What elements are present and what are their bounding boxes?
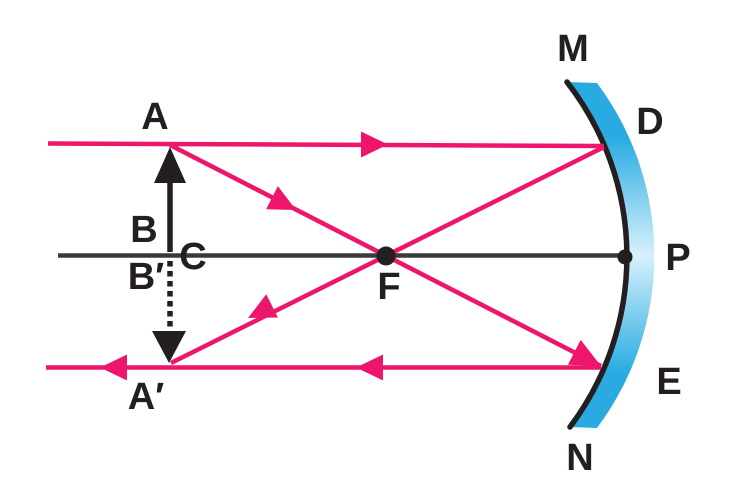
concave-mirror-body — [567, 82, 655, 428]
label-object-base: B — [130, 209, 157, 251]
label-point-c: C — [179, 236, 206, 278]
ray-direction-arrow-left-outer-icon — [100, 354, 127, 381]
label-point-e: E — [656, 361, 681, 403]
focus-point-dot — [376, 246, 396, 266]
ray-direction-arrow-down-right-icon — [266, 186, 296, 210]
label-mirror-top: M — [557, 28, 589, 70]
pole-point-dot — [617, 249, 633, 265]
object-arrow-head-icon — [154, 147, 186, 183]
image-arrow-head-icon — [152, 331, 186, 363]
ray-direction-arrow-down-left-icon — [248, 294, 278, 318]
label-object-tip: A — [141, 96, 168, 138]
ray-direction-arrow-right-icon — [361, 131, 388, 158]
label-image-base: B′ — [128, 256, 165, 298]
label-point-d: D — [636, 101, 663, 143]
ray-direction-arrow-left-icon — [356, 354, 383, 381]
ray-incident-parallel — [47, 141, 605, 149]
label-mirror-bottom: N — [566, 437, 593, 479]
label-image-tip: A′ — [128, 376, 165, 418]
ray-direction-arrow-at-e-icon — [567, 339, 601, 366]
label-focus: F — [377, 266, 400, 308]
label-pole: P — [665, 237, 690, 279]
